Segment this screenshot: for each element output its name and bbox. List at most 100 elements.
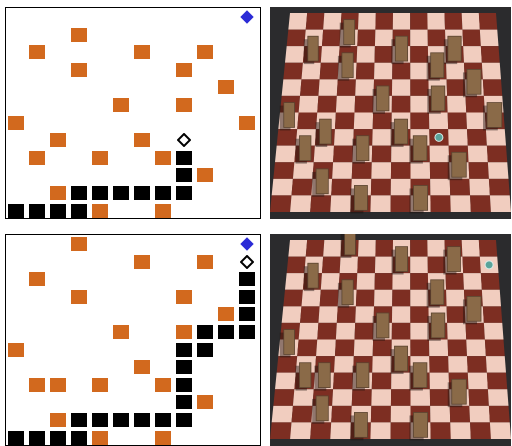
board-tile [410, 162, 430, 179]
board-render [270, 7, 511, 219]
board-tile [469, 406, 490, 423]
path-cell [71, 204, 87, 218]
board-tile [374, 273, 392, 290]
board-tile [299, 323, 319, 340]
obstacle-cell [176, 290, 192, 304]
agent-marker [435, 133, 443, 141]
board-tile [487, 146, 507, 163]
board-tile [374, 63, 392, 80]
crate [431, 53, 444, 78]
board-tile [470, 195, 491, 212]
board-tile [330, 195, 351, 212]
board-tile [430, 146, 450, 163]
board-tile [297, 113, 317, 130]
board-tile [410, 46, 428, 63]
board-tile [391, 195, 411, 212]
board-tile [410, 273, 428, 290]
board-tile [445, 13, 463, 30]
board-tile [372, 373, 392, 390]
board-tile [371, 406, 391, 423]
board-tile [337, 306, 356, 323]
crate [318, 363, 330, 388]
crate [413, 363, 427, 388]
board-tile [480, 30, 499, 47]
crate [320, 119, 332, 144]
path-cell [176, 395, 192, 409]
grid-view [5, 7, 261, 219]
board-tile [488, 162, 509, 179]
board-tile [392, 273, 410, 290]
path-cell [239, 272, 255, 286]
board-tile [334, 356, 354, 373]
crate [487, 103, 502, 128]
obstacle-cell [92, 204, 108, 218]
board-tile [372, 146, 392, 163]
board-tile [299, 96, 319, 113]
board-tile [392, 290, 410, 307]
path-cell [197, 325, 213, 339]
obstacle-cell [155, 431, 171, 445]
board-tile [333, 373, 353, 390]
board-tile [317, 323, 337, 340]
board-tile [410, 30, 428, 47]
board-tile [275, 146, 296, 163]
path-cell [92, 186, 108, 200]
board-tile [486, 356, 506, 373]
crate [344, 20, 355, 45]
crate [342, 280, 353, 305]
board-tile [410, 389, 430, 406]
crate [377, 86, 389, 111]
board-tile [310, 195, 331, 212]
board-tile [300, 306, 320, 323]
obstacle-cell [155, 151, 171, 165]
path-cell [134, 186, 150, 200]
board-tile [430, 373, 450, 390]
obstacle-cell [71, 237, 87, 251]
board-tile [282, 306, 302, 323]
obstacle-cell [197, 45, 213, 59]
board-tile [357, 273, 375, 290]
path-cell [176, 360, 192, 374]
board-tile [322, 30, 341, 47]
board-tile [356, 290, 375, 307]
path-cell [71, 413, 87, 427]
obstacle-cell [29, 45, 45, 59]
board-tile [355, 306, 374, 323]
grid-view [5, 234, 261, 446]
crate [308, 263, 318, 288]
goal-diamond-icon [240, 10, 254, 24]
board-tile [468, 146, 488, 163]
board-tile [358, 240, 376, 257]
board-tile [429, 340, 448, 357]
obstacle-cell [197, 168, 213, 182]
path-cell [71, 431, 87, 445]
path-cell [92, 413, 108, 427]
board-tile [374, 46, 392, 63]
obstacle-cell [176, 98, 192, 112]
board-tile [448, 113, 467, 130]
board-tile [392, 306, 410, 323]
board-tile [428, 257, 446, 274]
obstacle-cell [134, 133, 150, 147]
crate [413, 185, 427, 210]
obstacle-cell [71, 28, 87, 42]
board-tile [290, 195, 311, 212]
board-tile [371, 179, 391, 196]
board-tile [430, 195, 450, 212]
crate [394, 119, 407, 144]
path-cell [155, 413, 171, 427]
obstacle-cell [134, 45, 150, 59]
board-tile [469, 389, 489, 406]
crate [354, 412, 367, 437]
board-tile [392, 96, 411, 113]
board-tile [488, 389, 509, 406]
board-tile [336, 323, 355, 340]
path-cell [71, 186, 87, 200]
board-tile [469, 179, 490, 196]
crate [431, 280, 444, 305]
obstacle-cell [155, 204, 171, 218]
crate [447, 247, 460, 272]
board-tile [336, 96, 355, 113]
board-tile [371, 389, 391, 406]
path-cell [50, 431, 66, 445]
